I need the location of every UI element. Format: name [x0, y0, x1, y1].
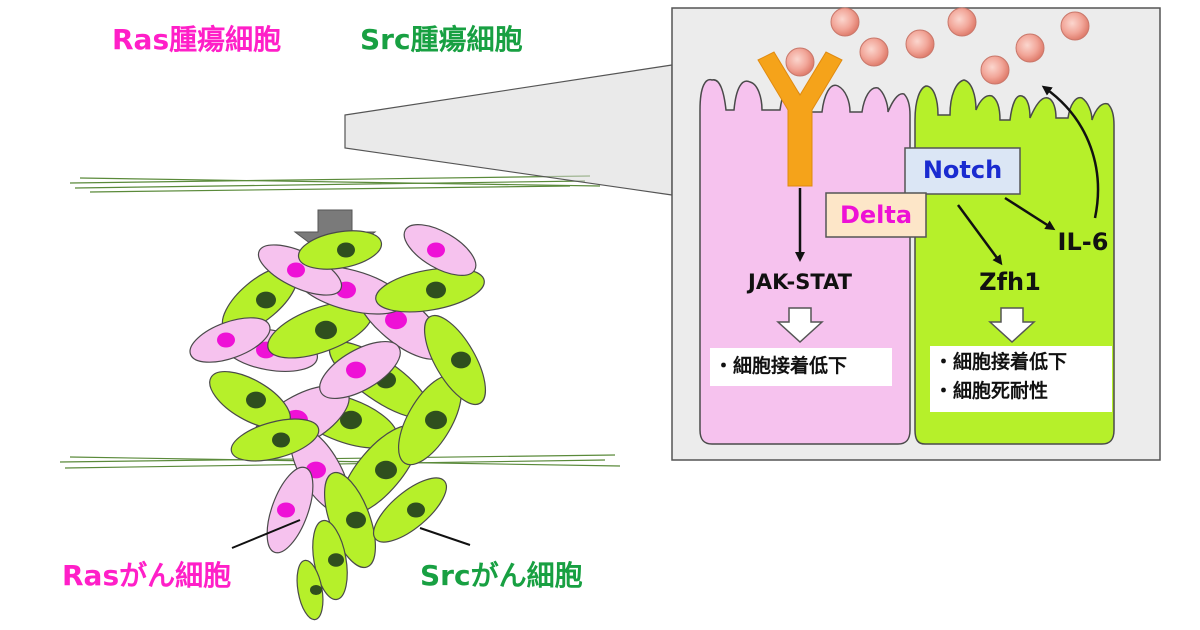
- src-cancer-cell-nucleus: [340, 410, 362, 430]
- il6-ligand: [785, 47, 815, 77]
- ras-tumor-label: Ras腫瘍細胞: [112, 23, 282, 56]
- ras-cancer-cell-nucleus: [277, 502, 295, 518]
- notch-box: [904, 147, 1021, 195]
- il6-label: IL-6: [1057, 228, 1109, 256]
- il6-ligands: [785, 7, 1090, 85]
- notch-to-zfh1-arrow: [956, 204, 1003, 266]
- src-tumor-label: Src腫瘍細胞: [360, 23, 523, 56]
- delta-box: [825, 192, 927, 238]
- ras-cancer-pointer: [231, 519, 301, 549]
- src-cancer-cell-nucleus: [246, 391, 266, 409]
- ras-cancer-label: Rasがん細胞: [62, 559, 232, 592]
- zfh1-label: Zfh1: [979, 268, 1041, 296]
- src-cancer-cell-nucleus: [375, 460, 397, 480]
- src-effect-item: ・細胞接着低下: [934, 351, 1068, 373]
- invasive-tumor-mass: [189, 224, 487, 621]
- src-effect-arrow: [988, 307, 1036, 344]
- il6-ligand: [1060, 11, 1090, 41]
- il6-ligand: [980, 55, 1010, 85]
- il6-ligand: [859, 37, 889, 67]
- cytokine-receptor-icon: [757, 51, 843, 187]
- src-cancer-cell-nucleus: [310, 584, 322, 596]
- src-cancer-cell-nucleus: [426, 281, 446, 299]
- basement-membrane-top: [69, 175, 601, 193]
- jak-stat-label: JAK-STAT: [748, 270, 852, 294]
- il6-ligand: [947, 7, 977, 37]
- notch-to-il6-arrow: [1004, 196, 1056, 231]
- src-cancer-cell-nucleus: [272, 432, 290, 448]
- src-cancer-cell-nucleus: [337, 242, 355, 258]
- ras-cancer-cell-nucleus: [385, 310, 407, 330]
- il6-secretion-arrow: [1041, 85, 1100, 219]
- ras-cancer-cell-nucleus: [427, 242, 445, 258]
- src-cancer-cell-nucleus: [407, 502, 425, 518]
- ras-effect-arrow: [776, 307, 824, 344]
- notch-label: Notch: [922, 156, 1003, 184]
- src-cancer-cell-nucleus: [346, 511, 366, 529]
- ras-effect-item: ・細胞接着低下: [714, 355, 848, 377]
- delta-label: Delta: [839, 201, 913, 229]
- src-cancer-cell-nucleus: [425, 410, 447, 430]
- il6-ligand: [905, 29, 935, 59]
- src-cancer-cell-nucleus: [315, 320, 337, 340]
- zoom-projection: [344, 64, 673, 196]
- src-cancer-cell-nucleus: [328, 553, 344, 567]
- ras-effect-box: [710, 348, 892, 386]
- src-effect-item: ・細胞死耐性: [934, 380, 1049, 402]
- src-cancer-cell-nucleus: [256, 291, 276, 309]
- src-cancer-cell-nucleus: [451, 351, 471, 369]
- il6-ligand: [830, 7, 860, 37]
- ras-cancer-cell-nucleus: [217, 332, 235, 348]
- src-effect-box: [930, 346, 1112, 412]
- src-cancer-pointer: [419, 527, 471, 546]
- src-cancer-label: Srcがん細胞: [420, 559, 583, 592]
- ras-cancer-cell-nucleus: [287, 262, 305, 278]
- ras-cancer-cell-nucleus: [346, 361, 366, 379]
- il6-ligand: [1015, 33, 1045, 63]
